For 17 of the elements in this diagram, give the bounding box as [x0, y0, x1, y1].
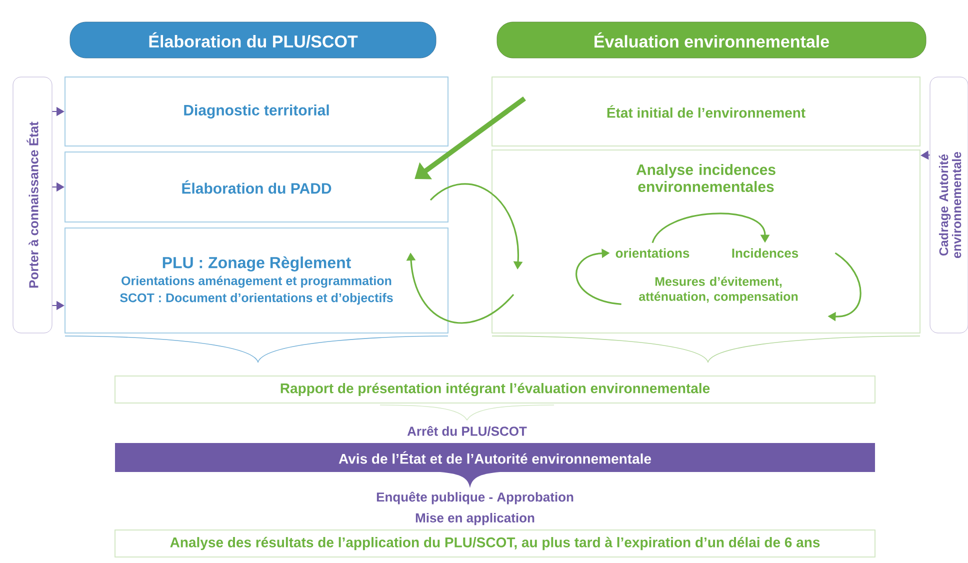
side-box: Porter à connaissance État [12, 76, 52, 334]
process-box: État initial de l’environnement [492, 76, 920, 146]
arrow [652, 212, 770, 244]
process-box: Élaboration du PADD [64, 152, 448, 222]
cycle-step: orientations [616, 248, 690, 258]
arrow [576, 248, 622, 305]
step-label: Arrêt du PLU/SCOT [407, 426, 527, 436]
header-pill: Évaluation environnementale [496, 22, 926, 58]
process-box: Diagnostic territorial [64, 76, 448, 146]
cycle-step: Mesures d’évitement, atténuation, compensation [639, 276, 798, 304]
header-pill: Élaboration du PLU/SCOT [70, 22, 436, 58]
process-box: Rapport de présentation intégrant l’évaluation environnementale [114, 376, 876, 404]
process-box: Analyse des résultats de l’application du PLU/SCOT, au plus tard à l’expiration d’un délai de 6 ans [114, 530, 876, 558]
cycle-step: Incidences [732, 248, 798, 258]
process-box: PLU : Zonage Règlement Orientations aménagement et programmation SCOT : Document d’orientations et d’objectifs [64, 228, 448, 334]
side-box: Cadrage Autorité environnementale [930, 76, 968, 334]
step-label: Enquête publique - Approbation [376, 492, 574, 504]
